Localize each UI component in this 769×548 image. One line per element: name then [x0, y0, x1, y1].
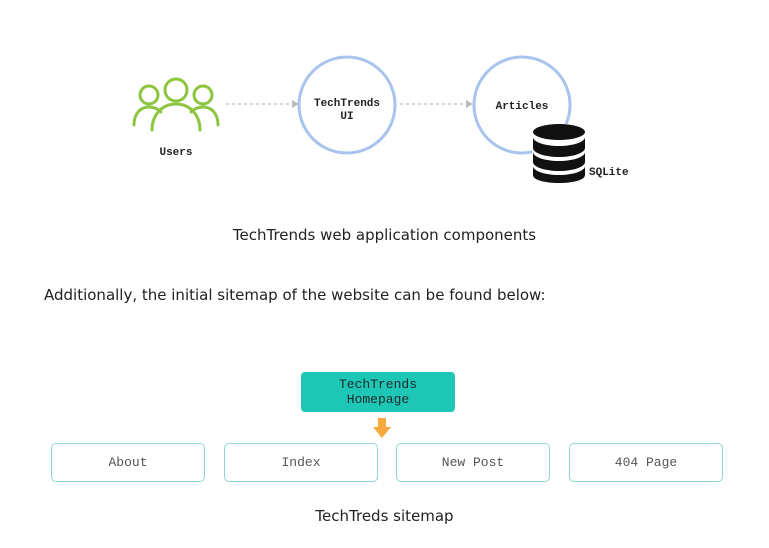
sitemap-page-about: About	[51, 443, 205, 482]
database-label: SQLite	[589, 167, 629, 179]
sitemap-caption: TechTreds sitemap	[315, 507, 454, 525]
components-caption: TechTrends web application components	[232, 226, 537, 244]
database-icon	[532, 124, 585, 183]
ui-node-label-line2: UI	[340, 111, 353, 123]
homepage-label-line2: Homepage	[346, 392, 410, 407]
components-diagram: Users TechTrends UI Articles SQLite	[132, 55, 629, 183]
ui-node-label-line1: TechTrends	[314, 98, 380, 110]
ui-node-circle	[297, 55, 397, 155]
sitemap-page-index: Index	[224, 443, 378, 482]
articles-node-label: Articles	[496, 101, 549, 113]
connector-ui-articles	[400, 100, 473, 108]
sitemap-page-new-post: New Post	[396, 443, 550, 482]
sitemap-homepage-node: TechTrends Homepage	[301, 372, 455, 412]
articles-node-circle	[472, 55, 572, 155]
users-label: Users	[159, 147, 192, 159]
intro-paragraph: Additionally, the initial sitemap of the…	[44, 286, 546, 304]
connector-users-ui	[226, 100, 299, 108]
down-arrow-icon	[373, 418, 391, 438]
homepage-label-line1: TechTrends	[338, 377, 417, 392]
users-icon	[132, 77, 220, 132]
sitemap-page-404: 404 Page	[569, 443, 723, 482]
